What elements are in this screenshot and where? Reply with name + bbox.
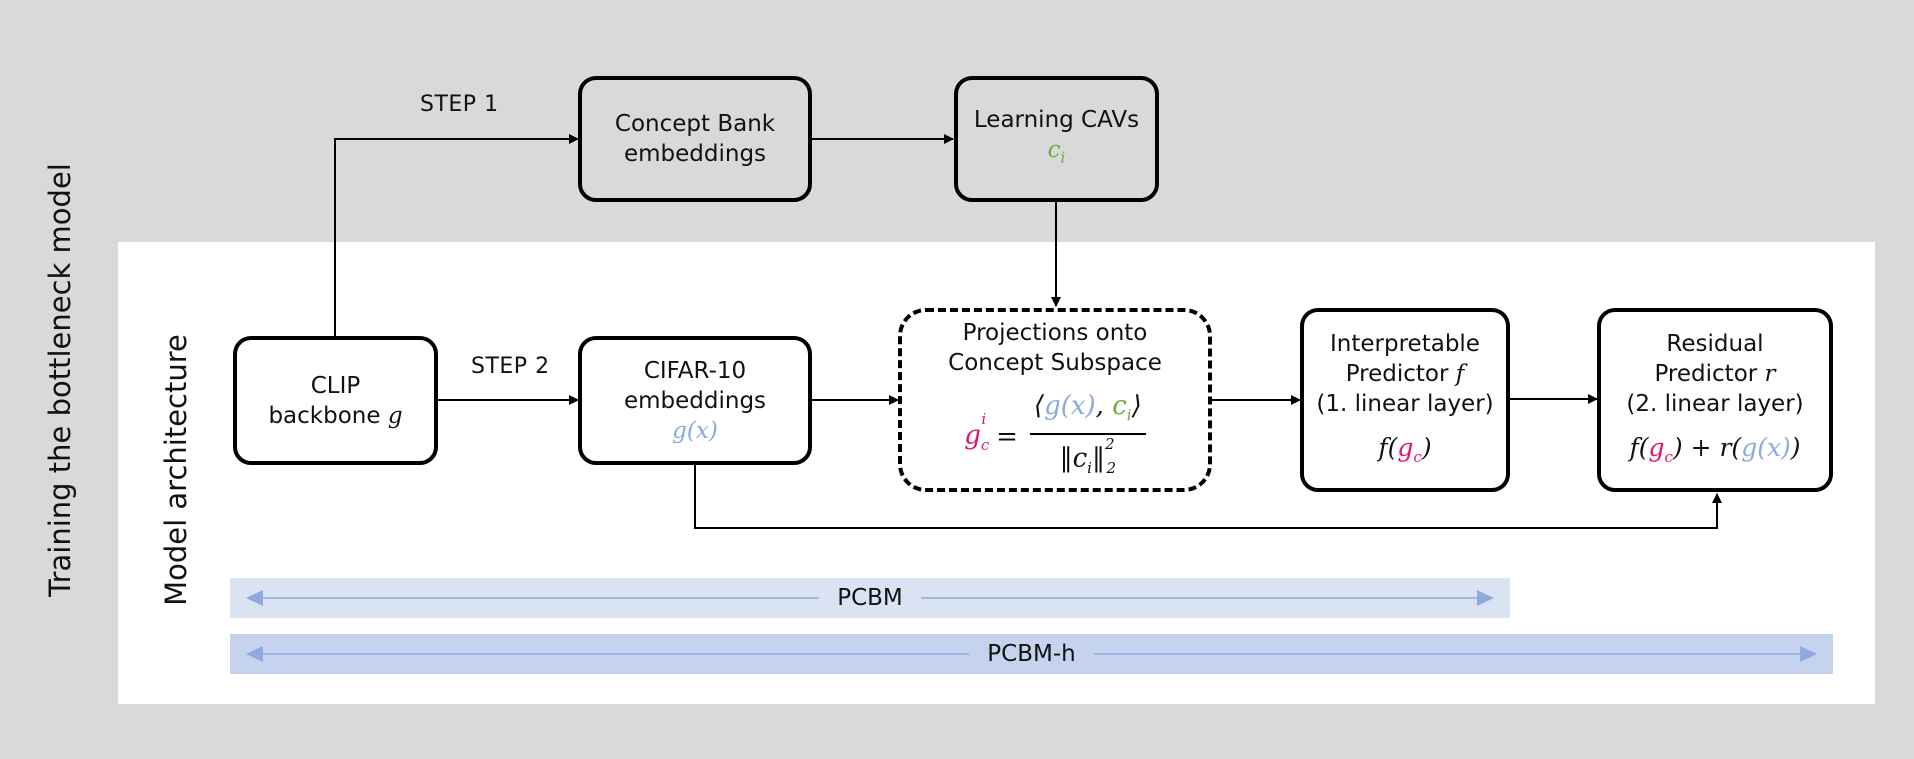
residual-line1: Residual [1666, 330, 1764, 357]
interpretable-line2-wrap: Predictor f [1345, 360, 1465, 387]
arrow-cifar-skip-to-residual [694, 465, 1722, 529]
concept-bank-line1: Concept Bank [614, 111, 776, 137]
cav-symbol: ci [1047, 137, 1066, 167]
step1-label: STEP 1 [420, 92, 499, 117]
projections-box: Projections onto Concept Subspace gci = … [898, 308, 1212, 492]
clip-line2: backbone [268, 402, 381, 429]
cifar-line1: CIFAR-10 [643, 357, 747, 384]
learning-cavs-box: Learning CAVs ci [954, 76, 1159, 202]
pcbm-h-band-label-wrap: PCBM-h [230, 634, 1833, 674]
cifar-symbol: g(x) [672, 417, 718, 444]
cifar-line2: embeddings [623, 387, 767, 414]
concept-bank-box: Concept Bank embeddings [578, 76, 812, 202]
clip-backbone-box: CLIP backbone g [233, 336, 438, 465]
projection-formula: gci = ⟨g(x), ci⟩ ‖ci‖22 [964, 392, 1146, 481]
clip-symbol: g [387, 402, 403, 429]
cifar-embeddings-box: CIFAR-10 embeddings g(x) [578, 336, 812, 465]
clip-line2-wrap: backbone g [268, 401, 402, 431]
arrow-clip-to-concept-bank [334, 134, 579, 337]
pcbm-band-arrow-right [1477, 590, 1494, 606]
residual-line3: (2. linear layer) [1626, 390, 1804, 417]
residual-symbol: r [1764, 360, 1776, 387]
pcbm-band-label-wrap: PCBM [230, 578, 1510, 618]
pcbm-h-band-arrow-left [246, 646, 263, 662]
interpretable-symbol: f [1455, 360, 1465, 387]
projections-line1: Projections onto [962, 320, 1148, 347]
interpretable-predictor-box: Interpretable Predictor f (1. linear lay… [1300, 308, 1510, 492]
residual-predictor-box: Residual Predictor r (2. linear layer) f… [1597, 308, 1833, 492]
interpretable-line1: Interpretable [1330, 330, 1480, 357]
step2-label: STEP 2 [471, 354, 550, 379]
clip-line1: CLIP [310, 372, 361, 399]
pcbm-label: PCBM [819, 585, 921, 611]
model-architecture-panel [118, 242, 1875, 704]
residual-output: f(gc) + r(g(x)) [1629, 432, 1801, 466]
pcbm-band-arrow-left [246, 590, 263, 606]
interpretable-output: f(gc) [1378, 432, 1432, 466]
learning-cavs-line1: Learning CAVs [973, 107, 1140, 134]
pcbm-h-label: PCBM-h [969, 641, 1094, 667]
interpretable-line3: (1. linear layer) [1316, 390, 1494, 417]
pcbm-h-band-arrow-right [1800, 646, 1817, 662]
residual-line2-wrap: Predictor r [1654, 360, 1776, 387]
projections-line2: Concept Subspace [948, 350, 1162, 377]
concept-bank-line2: embeddings [623, 141, 767, 167]
